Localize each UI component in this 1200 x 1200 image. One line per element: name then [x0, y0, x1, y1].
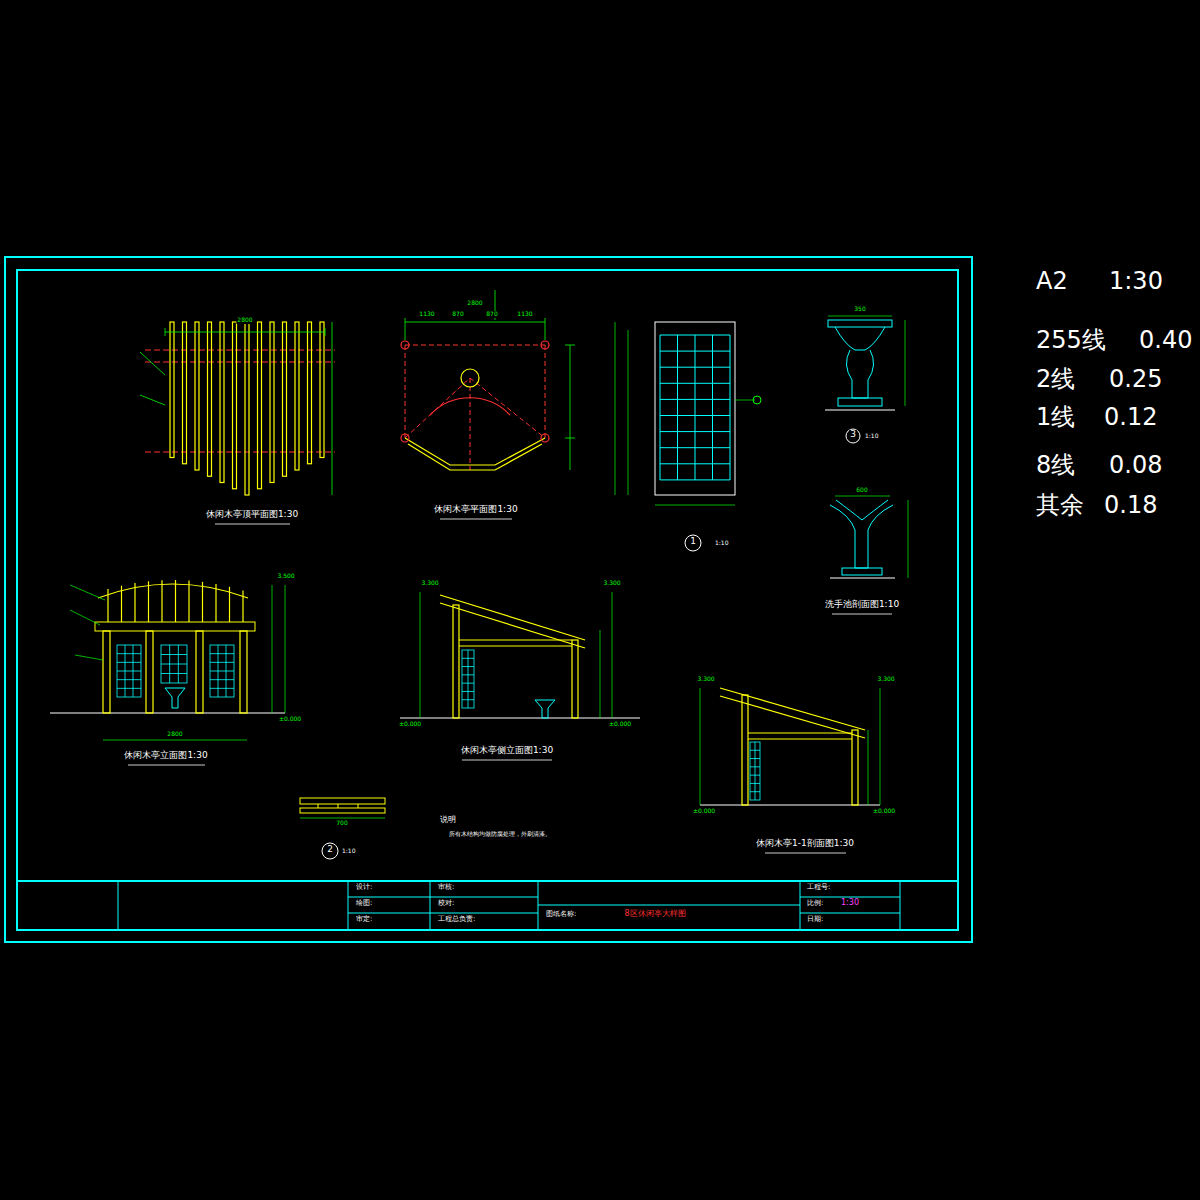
drawing-label: 洗手池剖面图1:10 [824, 600, 900, 610]
front-elevation [50, 580, 285, 765]
dimension-text: 3.300 [696, 676, 715, 683]
line-weight-note: 1线 [1035, 404, 1076, 430]
dimension-text: 3.300 [876, 676, 895, 683]
roof-plan [140, 322, 335, 524]
dimension-text: ±0.000 [608, 721, 632, 728]
line-weight-note: 8线 [1035, 452, 1076, 478]
drawing-label: 休闲木亭立面图1:30 [123, 751, 208, 761]
rail-detail [300, 798, 385, 859]
dimension-text: 1130 [418, 311, 435, 318]
dimension-text: 2800 [466, 300, 483, 307]
dimension-text: 2800 [236, 317, 253, 324]
drawing-label: 1:10 [864, 433, 879, 440]
drawing-frame [5, 257, 972, 942]
drawing-label: 休闲木亭1-1剖面图1:30 [755, 839, 855, 849]
drawing-label: 比例: [806, 900, 824, 908]
drawing-label: 8区休闲亭大样图 [623, 910, 686, 919]
line-weight-note: 0.12 [1103, 404, 1158, 430]
dimension-text: 3.500 [276, 573, 295, 580]
dimension-text: 600 [855, 487, 868, 494]
dimension-text: 1130 [516, 311, 533, 318]
dimension-text: ±0.000 [692, 808, 716, 815]
drawing-label: 工程总负责: [437, 916, 476, 924]
dimension-text: 700 [335, 820, 348, 827]
drawing-label: 说明 [439, 816, 457, 825]
drawing-label: 休闲木亭平面图1:30 [433, 505, 518, 515]
pavilion-plan [401, 290, 575, 519]
drawing-label: 所有木结构均做防腐处理，外刷清漆。 [448, 831, 552, 838]
dimension-text: ±0.000 [398, 721, 422, 728]
drawing-label: 审核: [437, 884, 455, 892]
drawing-label: 审定: [355, 916, 373, 924]
line-weight-note: 0.40 [1138, 327, 1193, 353]
line-weight-note: 0.18 [1103, 492, 1158, 518]
drawing-label: 1 [689, 537, 697, 547]
drawing-label: 1:10 [714, 540, 729, 547]
line-weight-note: 0.25 [1108, 366, 1163, 392]
basin-section [830, 496, 908, 614]
drawing-label: 日期: [806, 916, 824, 924]
line-weight-note: 2线 [1035, 366, 1076, 392]
side-elevation [400, 592, 640, 760]
dimension-text: ±0.000 [278, 716, 302, 723]
drawing-label: 图纸名称: [545, 911, 577, 919]
dimension-text: 870 [451, 311, 464, 318]
dimension-text: ±0.000 [872, 808, 896, 815]
dimension-text: 2800 [166, 731, 183, 738]
line-weight-note: 其余 [1035, 492, 1085, 518]
drawing-label: 设计: [355, 884, 373, 892]
dimension-text: 350 [853, 306, 866, 313]
lattice-detail [615, 322, 761, 551]
line-weight-note: 1:30 [1108, 268, 1164, 294]
dimension-text: 870 [485, 311, 498, 318]
drawing-label: 3 [849, 430, 857, 440]
line-weight-note: 255线 [1035, 327, 1107, 353]
drawing-label: 休闲木亭侧立面图1:30 [460, 746, 554, 756]
line-weight-note: 0.08 [1108, 452, 1163, 478]
line-weight-note: A2 [1035, 268, 1069, 294]
basin-detail [825, 316, 905, 443]
drawing-label: 工程号: [806, 884, 831, 892]
drawing-label: 2 [326, 845, 334, 855]
drawing-label: 绘图: [355, 900, 373, 908]
dimension-text: 3.300 [602, 580, 621, 587]
section-view [700, 688, 880, 853]
drawing-label: 校对: [437, 900, 455, 908]
dimension-text: 3.300 [420, 580, 439, 587]
drawing-label: 1:30 [840, 899, 860, 908]
drawing-label: 休闲木亭顶平面图1:30 [205, 510, 299, 520]
drawing-label: 1:10 [341, 848, 356, 855]
